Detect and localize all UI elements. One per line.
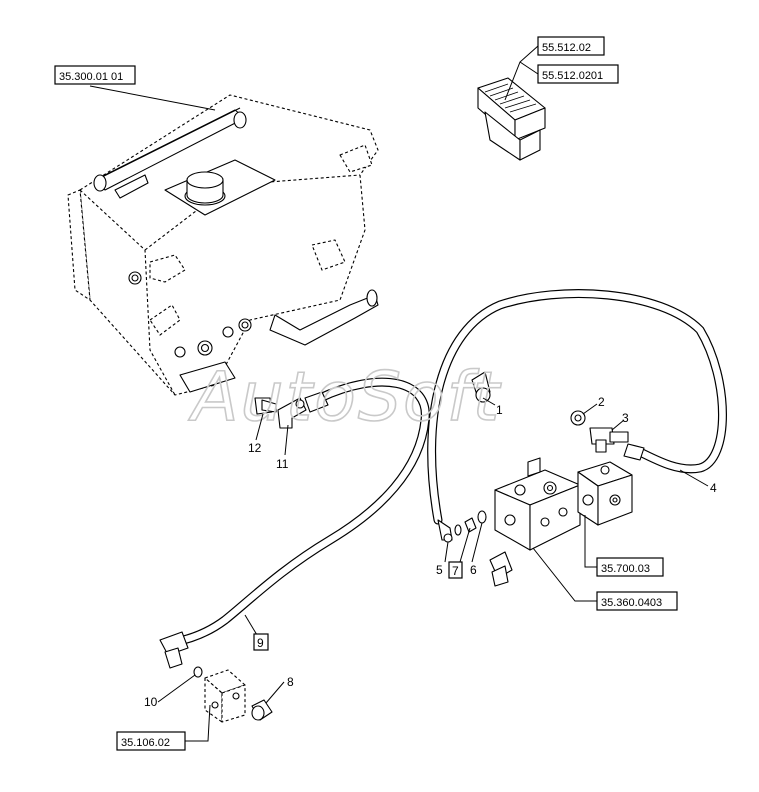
svg-text:55.512.02: 55.512.02 (542, 42, 591, 54)
control-valve (489, 457, 581, 587)
callout-5[interactable]: 5 (436, 563, 443, 577)
seal-10 (193, 666, 203, 678)
callout-8[interactable]: 8 (287, 675, 294, 689)
callout-4[interactable]: 4 (710, 481, 717, 495)
ref-label-bracket[interactable]: 35.106.02 (116, 731, 186, 751)
hose-end-4 (623, 443, 645, 461)
fitting-1 (471, 371, 491, 403)
elbow-fitting-11 (277, 391, 329, 429)
hose-9 (159, 377, 430, 669)
ref-label-switch-a[interactable]: 55.512.02 (537, 36, 605, 56)
seal-6 (477, 510, 487, 524)
rocker-switch (477, 77, 546, 161)
bracket-block (204, 669, 246, 723)
hose-4 (427, 289, 727, 525)
seal-small (454, 524, 462, 536)
adapter-fitting-12 (254, 397, 277, 415)
callout-9-box[interactable] (253, 633, 269, 651)
callout-7[interactable]: 7 (452, 564, 459, 578)
callout-6[interactable]: 6 (470, 563, 477, 577)
ref-label-control-valve[interactable]: 35.360.0403 (596, 591, 678, 611)
callout-12[interactable]: 12 (248, 441, 262, 455)
svg-text:35.360.0403: 35.360.0403 (601, 597, 662, 609)
callout-1[interactable]: 1 (496, 403, 503, 417)
callout-9[interactable]: 9 (257, 636, 264, 650)
ref-label-valve-block[interactable]: 35.700.03 (596, 557, 664, 577)
ref-label-fuel-tank[interactable]: 35.300.01 01 (54, 65, 136, 85)
callout-2[interactable]: 2 (598, 395, 605, 409)
fitting-5 (437, 519, 453, 543)
ref-label-switch-b[interactable]: 55.512.0201 (537, 64, 619, 84)
fitting-2 (570, 410, 586, 426)
svg-text:35.300.01 01: 35.300.01 01 (59, 71, 123, 83)
fitting-7 (464, 517, 477, 533)
watermark: AutoSoft (188, 358, 502, 437)
valve-block (577, 461, 633, 526)
callout-10[interactable]: 10 (144, 695, 158, 709)
svg-text:35.106.02: 35.106.02 (121, 737, 170, 749)
svg-text:55.512.0201: 55.512.0201 (542, 70, 603, 82)
callout-3[interactable]: 3 (622, 411, 629, 425)
plug-8 (251, 699, 273, 721)
tee-fitting-3 (589, 427, 629, 453)
callout-11[interactable]: 11 (276, 457, 289, 471)
callout-7-box[interactable] (448, 561, 463, 579)
svg-text:35.700.03: 35.700.03 (601, 563, 650, 575)
hydraulic-tank (67, 94, 379, 396)
leader-lines (89, 45, 709, 742)
